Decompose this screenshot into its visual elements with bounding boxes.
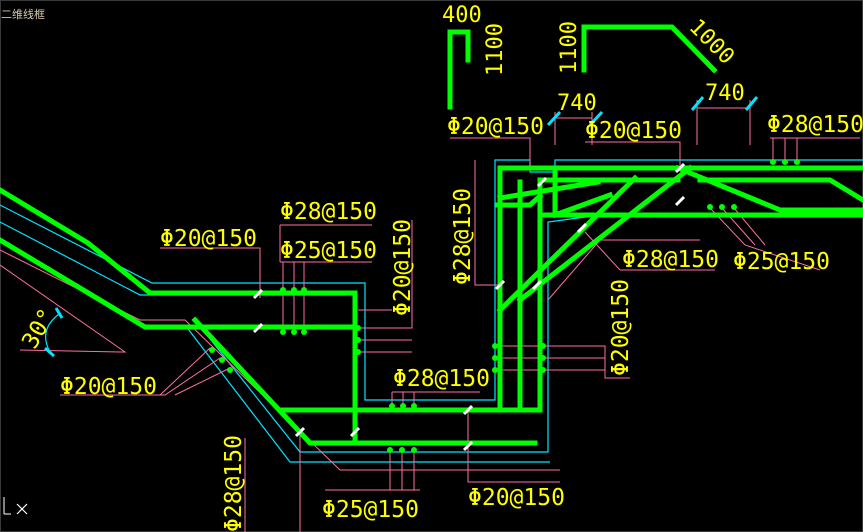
angle-arc xyxy=(45,313,60,353)
rebar-label: Φ25@150 xyxy=(322,497,419,523)
visual-style-label[interactable]: 二维线框 xyxy=(1,8,45,21)
rebar-label: Φ28@150 xyxy=(280,199,377,225)
rebars xyxy=(0,24,863,446)
dim-740-right: 740 xyxy=(705,81,745,106)
bar-shape-a xyxy=(447,29,471,110)
rebar-label: Φ20@150 xyxy=(608,279,634,376)
rebar-label: Φ20@150 xyxy=(390,219,416,316)
rebar-label: Φ20@150 xyxy=(585,118,682,144)
rebar-label: Φ28@150 xyxy=(767,112,863,138)
shape-a-len-1: 400 xyxy=(442,3,482,28)
ucs-icon xyxy=(3,497,28,515)
bar-shape-b xyxy=(581,24,718,74)
shape-b-len-1: 1100 xyxy=(557,21,582,74)
rebar-label: Φ20@150 xyxy=(60,374,157,400)
angle-label: 30° xyxy=(17,304,60,353)
annotations: 30° 400 1100 1100 1000 740 740 Φ20@150 Φ… xyxy=(17,3,863,532)
rebar-label: Φ25@150 xyxy=(733,249,830,275)
rebar-label: Φ28@150 xyxy=(622,247,719,273)
rebar-label: Φ20@150 xyxy=(447,114,544,140)
rebar-label: Φ25@150 xyxy=(280,238,377,264)
shape-a-len-2: 1100 xyxy=(483,23,508,76)
rebar-label: Φ20@150 xyxy=(468,485,565,511)
rebar-dots xyxy=(209,159,800,453)
rebar-label: Φ28@150 xyxy=(221,435,247,532)
rebar-label: Φ28@150 xyxy=(450,188,476,285)
shape-b-len-2: 1000 xyxy=(684,15,739,70)
rebar-label: Φ28@150 xyxy=(393,366,490,392)
rebar-label: Φ20@150 xyxy=(160,226,257,252)
section-ticks xyxy=(252,162,686,452)
dim-740-left: 740 xyxy=(557,91,597,116)
